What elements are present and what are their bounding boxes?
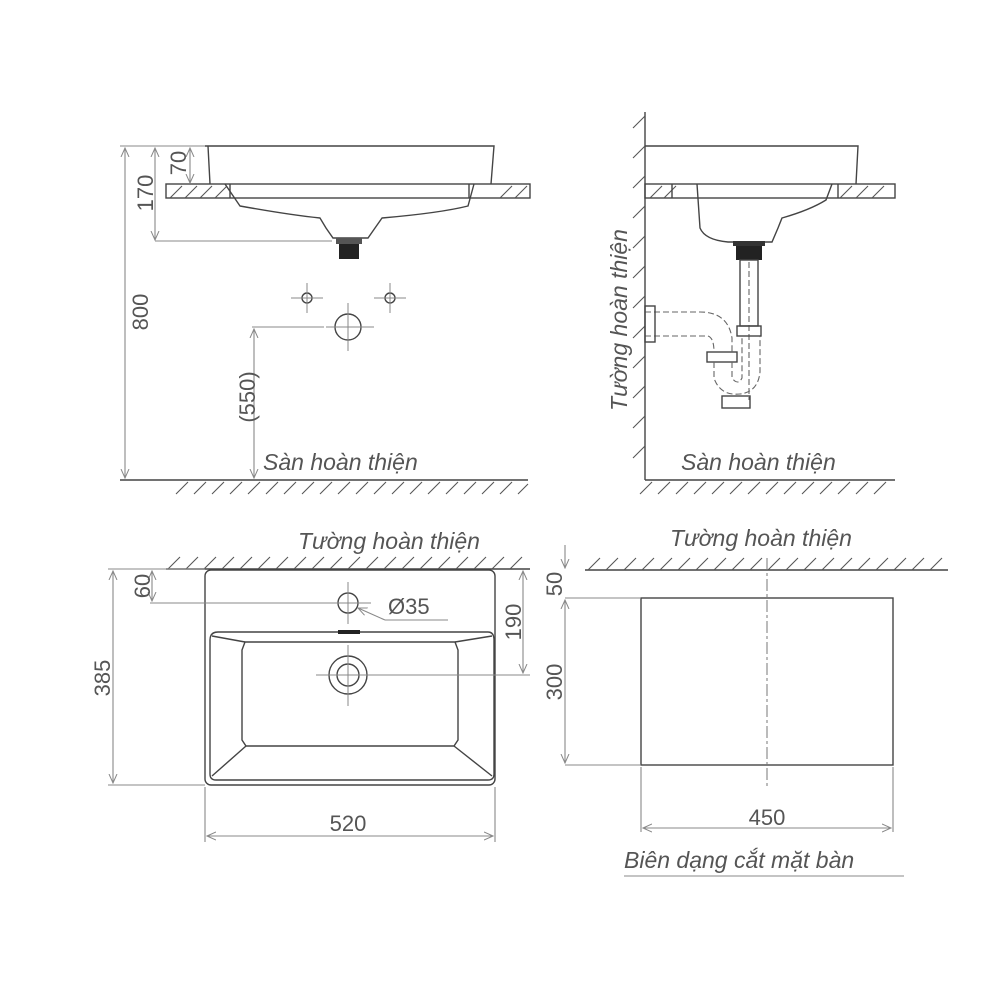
dim-rim-height: 70 — [166, 151, 191, 175]
dim-plan-depth: 385 — [90, 660, 115, 697]
dim-cutout-depth: 300 — [542, 664, 567, 701]
wall-label-plan: Tường hoàn thiện — [298, 528, 480, 554]
floor-label-side: Sàn hoàn thiện — [681, 449, 836, 475]
wall-label-side: Tường hoàn thiện — [606, 229, 632, 411]
dim-outlet-height: (550) — [235, 371, 260, 422]
front-elevation-view: 800 170 70 (550) Sàn hoàn thiện — [120, 145, 531, 495]
plan-view: Tường hoàn thiện Ø35 — [90, 528, 530, 842]
dim-tap-hole-diameter: Ø35 — [388, 594, 430, 619]
dim-cutout-width: 450 — [749, 805, 786, 830]
side-elevation-view: Tường hoàn thiện Sàn hoàn thiện — [606, 112, 896, 495]
dim-cutout-wall-offset: 50 — [542, 572, 567, 596]
dim-drain-offset: 190 — [501, 604, 526, 641]
cutout-profile-view: Tường hoàn thiện 50 300 450 Biên dạng cắ… — [542, 525, 948, 877]
cutout-caption: Biên dạng cắt mặt bàn — [624, 847, 854, 873]
wall-label-cutout: Tường hoàn thiện — [670, 525, 852, 551]
dim-tap-hole-offset: 60 — [130, 574, 155, 598]
floor-label-front: Sàn hoàn thiện — [263, 449, 418, 475]
wall-inlet-holes — [291, 283, 406, 351]
dim-plan-width: 520 — [330, 811, 367, 836]
dim-basin-height: 170 — [133, 175, 158, 212]
dim-total-height: 800 — [128, 294, 153, 331]
